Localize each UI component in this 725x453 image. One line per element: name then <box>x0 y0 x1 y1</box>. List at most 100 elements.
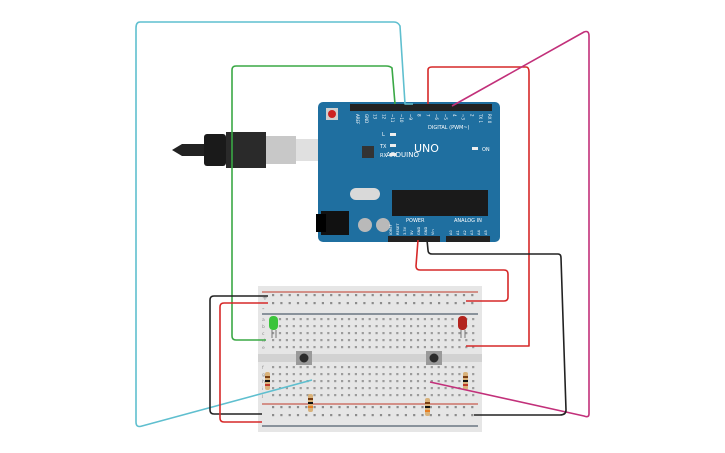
rail-hole <box>471 414 474 417</box>
rail-hole <box>363 302 366 305</box>
rail-hole <box>379 294 383 297</box>
wire-green-pin12[interactable] <box>231 65 396 341</box>
terminal-hole <box>410 373 413 376</box>
rail-hole <box>454 294 457 297</box>
terminal-hole <box>382 380 385 383</box>
terminal-hole <box>396 394 399 397</box>
terminal-hole <box>430 346 433 349</box>
terminal-hole <box>292 394 295 397</box>
terminal-hole <box>313 380 316 383</box>
terminal-hole <box>451 325 454 328</box>
terminal-hole <box>278 380 282 383</box>
terminal-hole <box>292 346 295 349</box>
terminal-hole <box>444 346 447 349</box>
power-label: POWER <box>406 218 425 224</box>
usb-cable[interactable] <box>172 132 320 168</box>
terminal-hole <box>437 387 440 390</box>
terminal-hole <box>389 318 392 321</box>
wire-cyan-pin10[interactable] <box>135 21 413 428</box>
pushbutton-right[interactable] <box>426 351 442 365</box>
digital-pin-label: AREF <box>355 114 360 125</box>
terminal-hole <box>272 380 275 383</box>
terminal-hole <box>285 366 288 369</box>
wire-red-pin8[interactable] <box>427 66 530 347</box>
terminal-hole <box>444 394 447 397</box>
terminal-hole <box>299 325 302 328</box>
green-led[interactable] <box>269 316 278 338</box>
terminal-hole <box>410 394 413 397</box>
rail-hole <box>313 302 316 305</box>
red-led[interactable] <box>458 316 467 338</box>
terminal-hole <box>361 387 364 390</box>
digital-pin-label: 8 <box>417 114 422 117</box>
terminal-hole <box>416 394 420 397</box>
terminal-hole <box>465 339 468 342</box>
digital-pin-label: 4 <box>452 114 457 117</box>
rail-hole <box>404 302 407 305</box>
terminal-hole <box>437 325 440 328</box>
rail-hole <box>272 414 275 417</box>
terminal-hole <box>403 346 406 349</box>
terminal-hole <box>430 325 433 328</box>
wire-black-gnd[interactable] <box>426 239 567 416</box>
terminal-hole <box>347 325 351 328</box>
terminal-hole <box>285 373 288 376</box>
analog-header[interactable] <box>446 236 490 242</box>
wire-magenta-pin7[interactable] <box>429 30 590 418</box>
svg-text:2: 2 <box>469 114 474 117</box>
rail-hole <box>429 414 432 417</box>
terminal-hole <box>423 366 426 369</box>
rail-hole <box>421 294 424 297</box>
terminal-hole <box>313 387 316 390</box>
digital-header[interactable] <box>350 104 492 111</box>
terminal-hole <box>368 318 371 321</box>
power-header[interactable] <box>388 236 440 242</box>
rail-hole <box>396 414 399 417</box>
terminal-hole <box>334 394 337 397</box>
terminal-hole <box>472 373 475 376</box>
analog-pin-label: A3 <box>470 230 474 235</box>
rail-hole <box>330 406 333 409</box>
terminal-hole <box>354 366 357 369</box>
rail-hole <box>280 406 283 409</box>
terminal-hole <box>299 339 302 342</box>
terminal-hole <box>472 332 475 335</box>
terminal-hole <box>272 387 275 390</box>
rail-hole <box>280 414 283 417</box>
terminal-hole <box>375 366 378 369</box>
pushbutton-left[interactable] <box>296 351 312 365</box>
terminal-hole <box>389 325 392 328</box>
terminal-hole <box>458 380 461 383</box>
terminal-hole <box>451 394 454 397</box>
terminal-hole <box>354 373 357 376</box>
rail-hole <box>371 302 374 305</box>
terminal-hole <box>451 366 454 369</box>
brand-label: ARDUINO <box>386 151 419 159</box>
rail-hole <box>363 294 366 297</box>
on-label: ON <box>482 147 490 153</box>
wire-black-left-rail[interactable] <box>209 295 268 415</box>
terminal-hole <box>437 394 440 397</box>
digital-pin-label: ~5 <box>443 114 448 120</box>
terminal-hole <box>327 346 330 349</box>
rail-minus-label: - <box>262 305 265 313</box>
digital-pin-label: GND <box>364 114 369 123</box>
terminal-hole <box>389 366 392 369</box>
digital-pin-label: ~11 <box>390 114 395 123</box>
terminal-hole <box>292 387 295 390</box>
terminal-hole <box>451 373 454 376</box>
terminal-hole <box>375 325 378 328</box>
terminal-hole <box>423 373 426 376</box>
rail-hole <box>379 406 383 409</box>
terminal-hole <box>458 394 461 397</box>
terminal-hole <box>341 339 344 342</box>
terminal-hole <box>416 325 420 328</box>
rail-hole <box>379 302 383 305</box>
wire-red-left-rail[interactable] <box>219 302 268 423</box>
terminal-hole <box>299 387 302 390</box>
wire-red-5v[interactable] <box>415 239 509 302</box>
terminal-hole <box>341 394 344 397</box>
power-pin-label: Vin <box>431 229 435 235</box>
arduino-uno-board[interactable]: ARDUINO UNO DIGITAL (PWM~) ANALOG IN POW… <box>316 102 500 242</box>
